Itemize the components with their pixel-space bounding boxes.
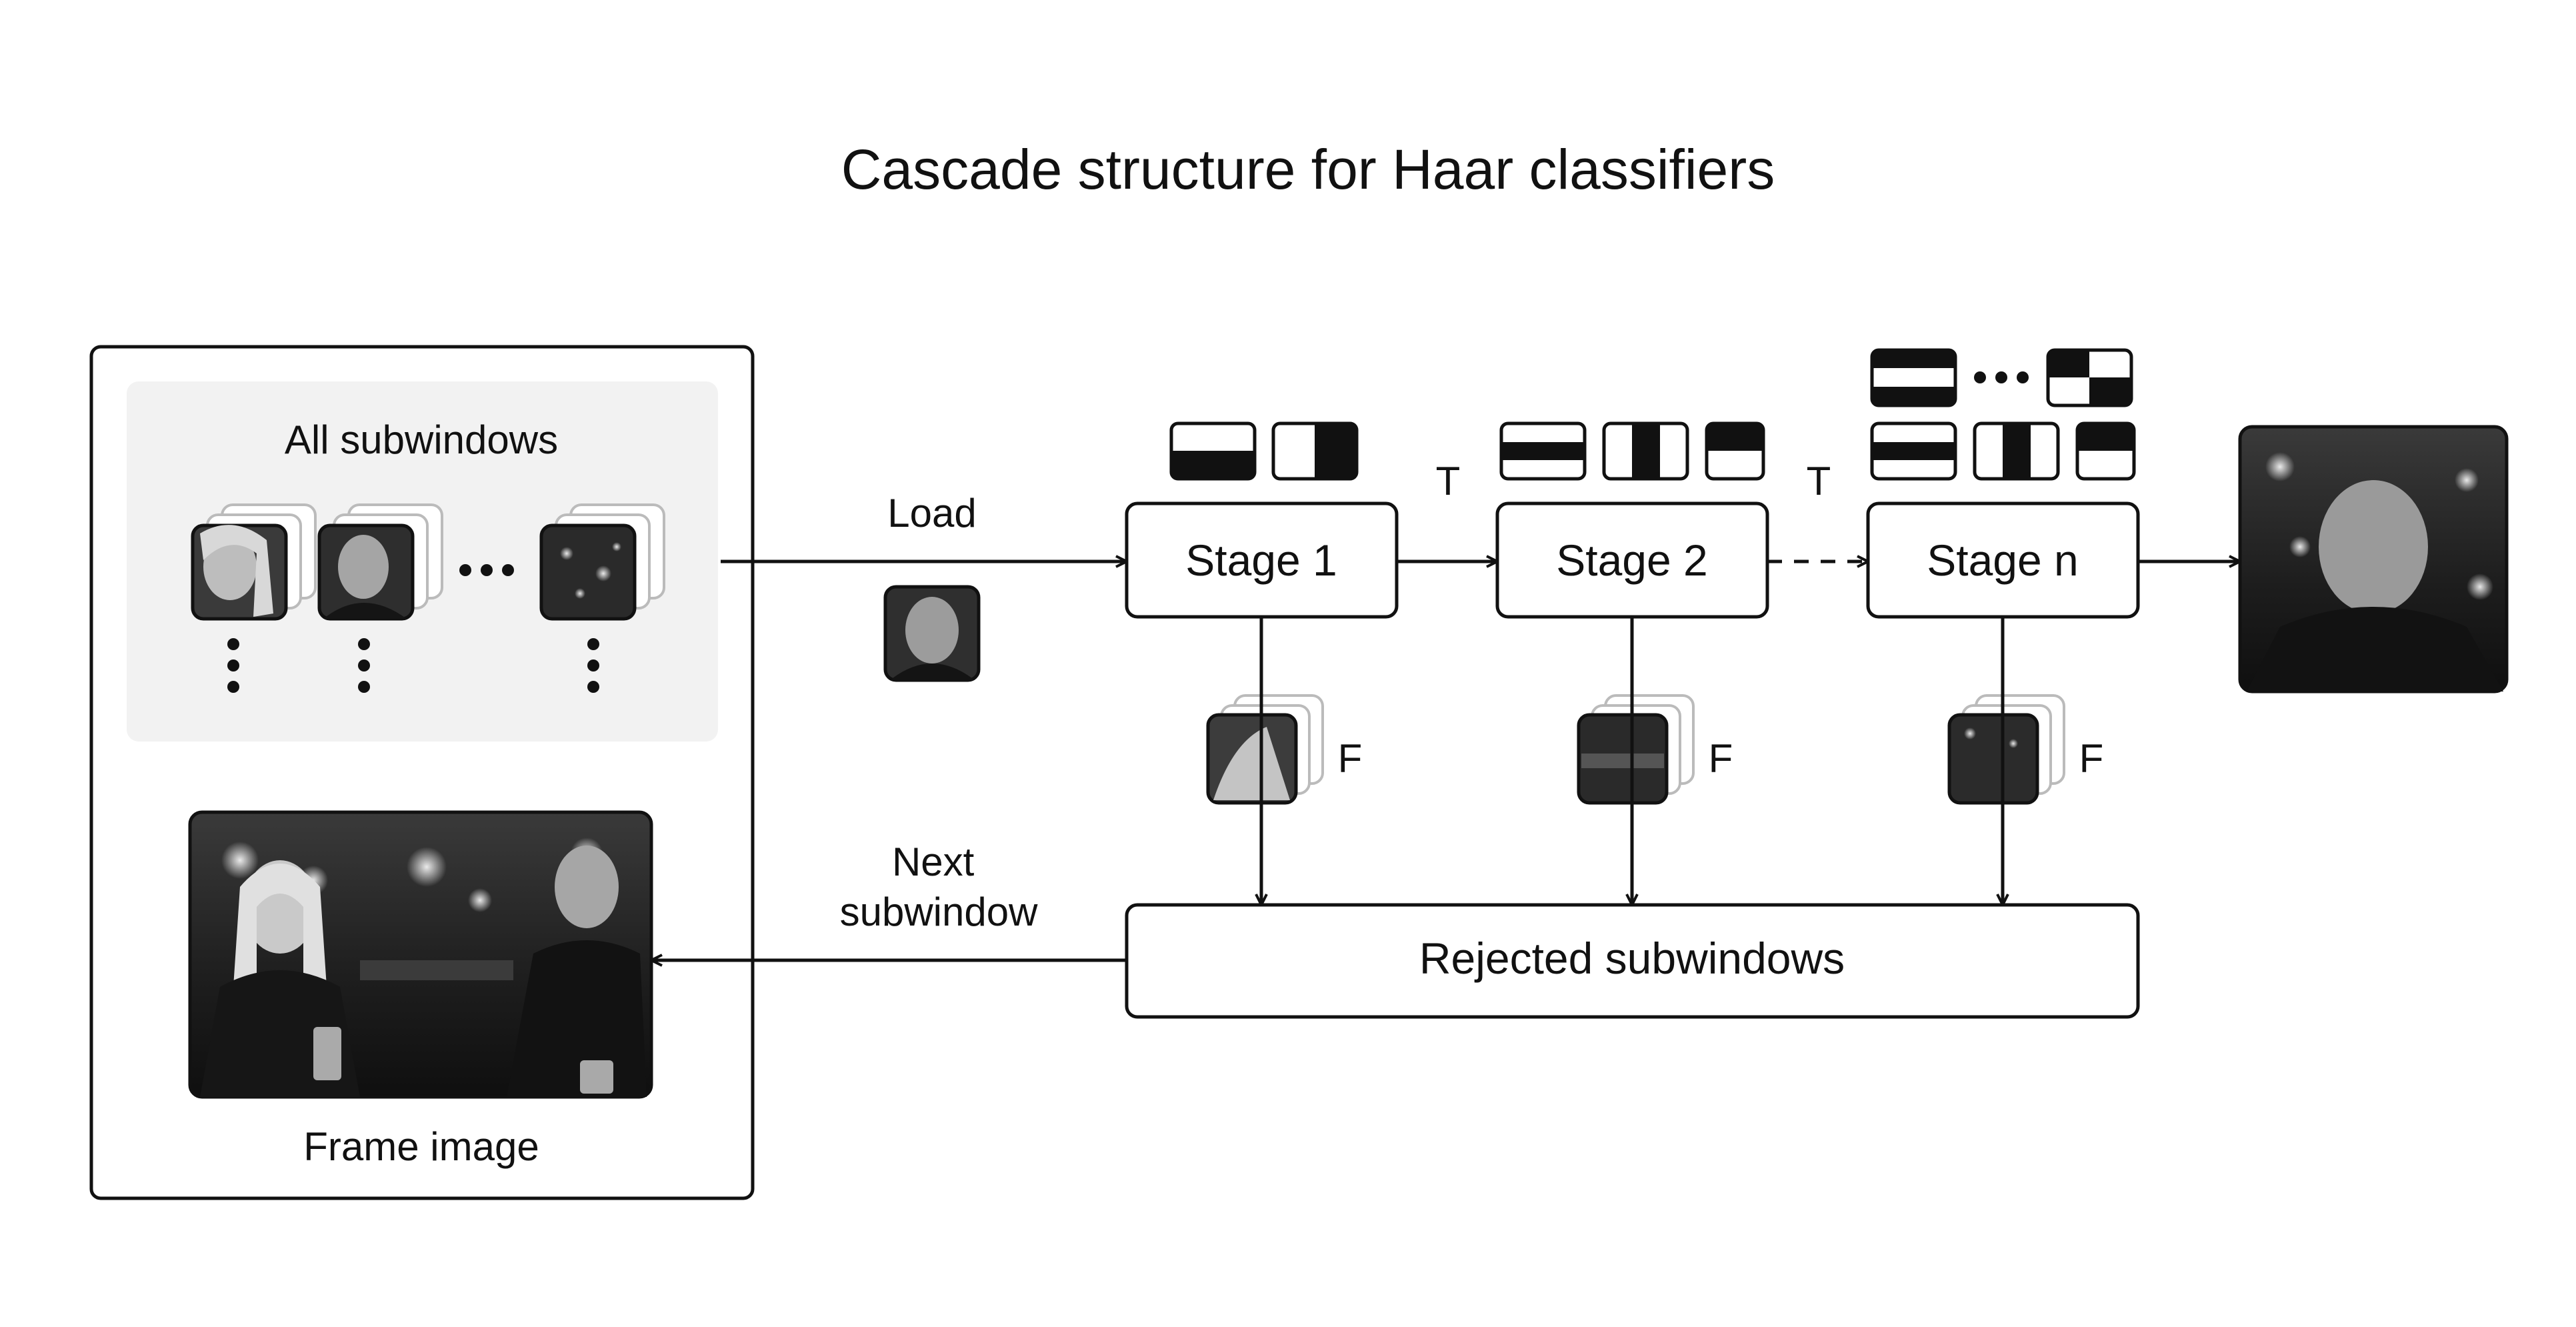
false-label-1: F — [1338, 736, 1363, 781]
face-thumbnail — [191, 523, 288, 621]
stage-box-2: Stage 2 — [1495, 501, 1769, 619]
haar-feature-icon — [1870, 348, 1957, 407]
vertical-ellipsis — [227, 638, 599, 693]
frame-image-label: Frame image — [303, 1124, 539, 1169]
face-thumbnail — [883, 585, 981, 682]
frame-image — [188, 810, 653, 1099]
rejected-stack-2 — [1577, 694, 1695, 805]
haar-feature-icon — [1870, 421, 1957, 481]
rejected-stack-n — [1947, 694, 2065, 805]
stage-label-2: Stage 2 — [1556, 535, 1708, 585]
detected-face-output — [2238, 425, 2509, 694]
ellipsis-dots — [1974, 371, 2029, 383]
true-label-1: T — [1436, 459, 1461, 503]
haar-feature-icon — [2075, 421, 2136, 481]
haar-feature-icon — [1169, 421, 1257, 481]
subwindow-stack-3 — [539, 503, 665, 621]
haar-feature-icon — [2046, 348, 2133, 407]
haar-feature-icon — [1602, 421, 1689, 481]
stage-box-1: Stage 1 — [1125, 501, 1399, 619]
rejected-label: Rejected subwindows — [1419, 934, 1845, 983]
rejected-stack-1 — [1206, 694, 1324, 805]
next-subwindow-label: Next subwindow — [840, 840, 1039, 934]
city-night-photo — [539, 523, 637, 621]
stage-box-n: Stage n — [1866, 501, 2140, 619]
face-thumbnail — [317, 523, 415, 621]
haar-feature-icon — [1705, 421, 1765, 481]
false-label-n: F — [2079, 736, 2104, 781]
stage-label-1: Stage 1 — [1185, 535, 1337, 585]
subwindow-stack-1 — [191, 503, 317, 621]
subwindow-stack-2 — [317, 503, 443, 621]
diagram-title: Cascade structure for Haar classifiers — [841, 138, 1775, 201]
false-label-2: F — [1709, 736, 1733, 781]
ellipsis-dots — [459, 564, 514, 576]
haar-feature-icon — [1973, 421, 2060, 481]
load-label: Load — [887, 491, 976, 535]
stage-label-n: Stage n — [1927, 535, 2079, 585]
haar-feature-icon — [1271, 421, 1359, 481]
haar-feature-icon — [1499, 421, 1587, 481]
true-label-2: T — [1807, 459, 1831, 503]
subwindows-label: All subwindows — [285, 417, 558, 462]
